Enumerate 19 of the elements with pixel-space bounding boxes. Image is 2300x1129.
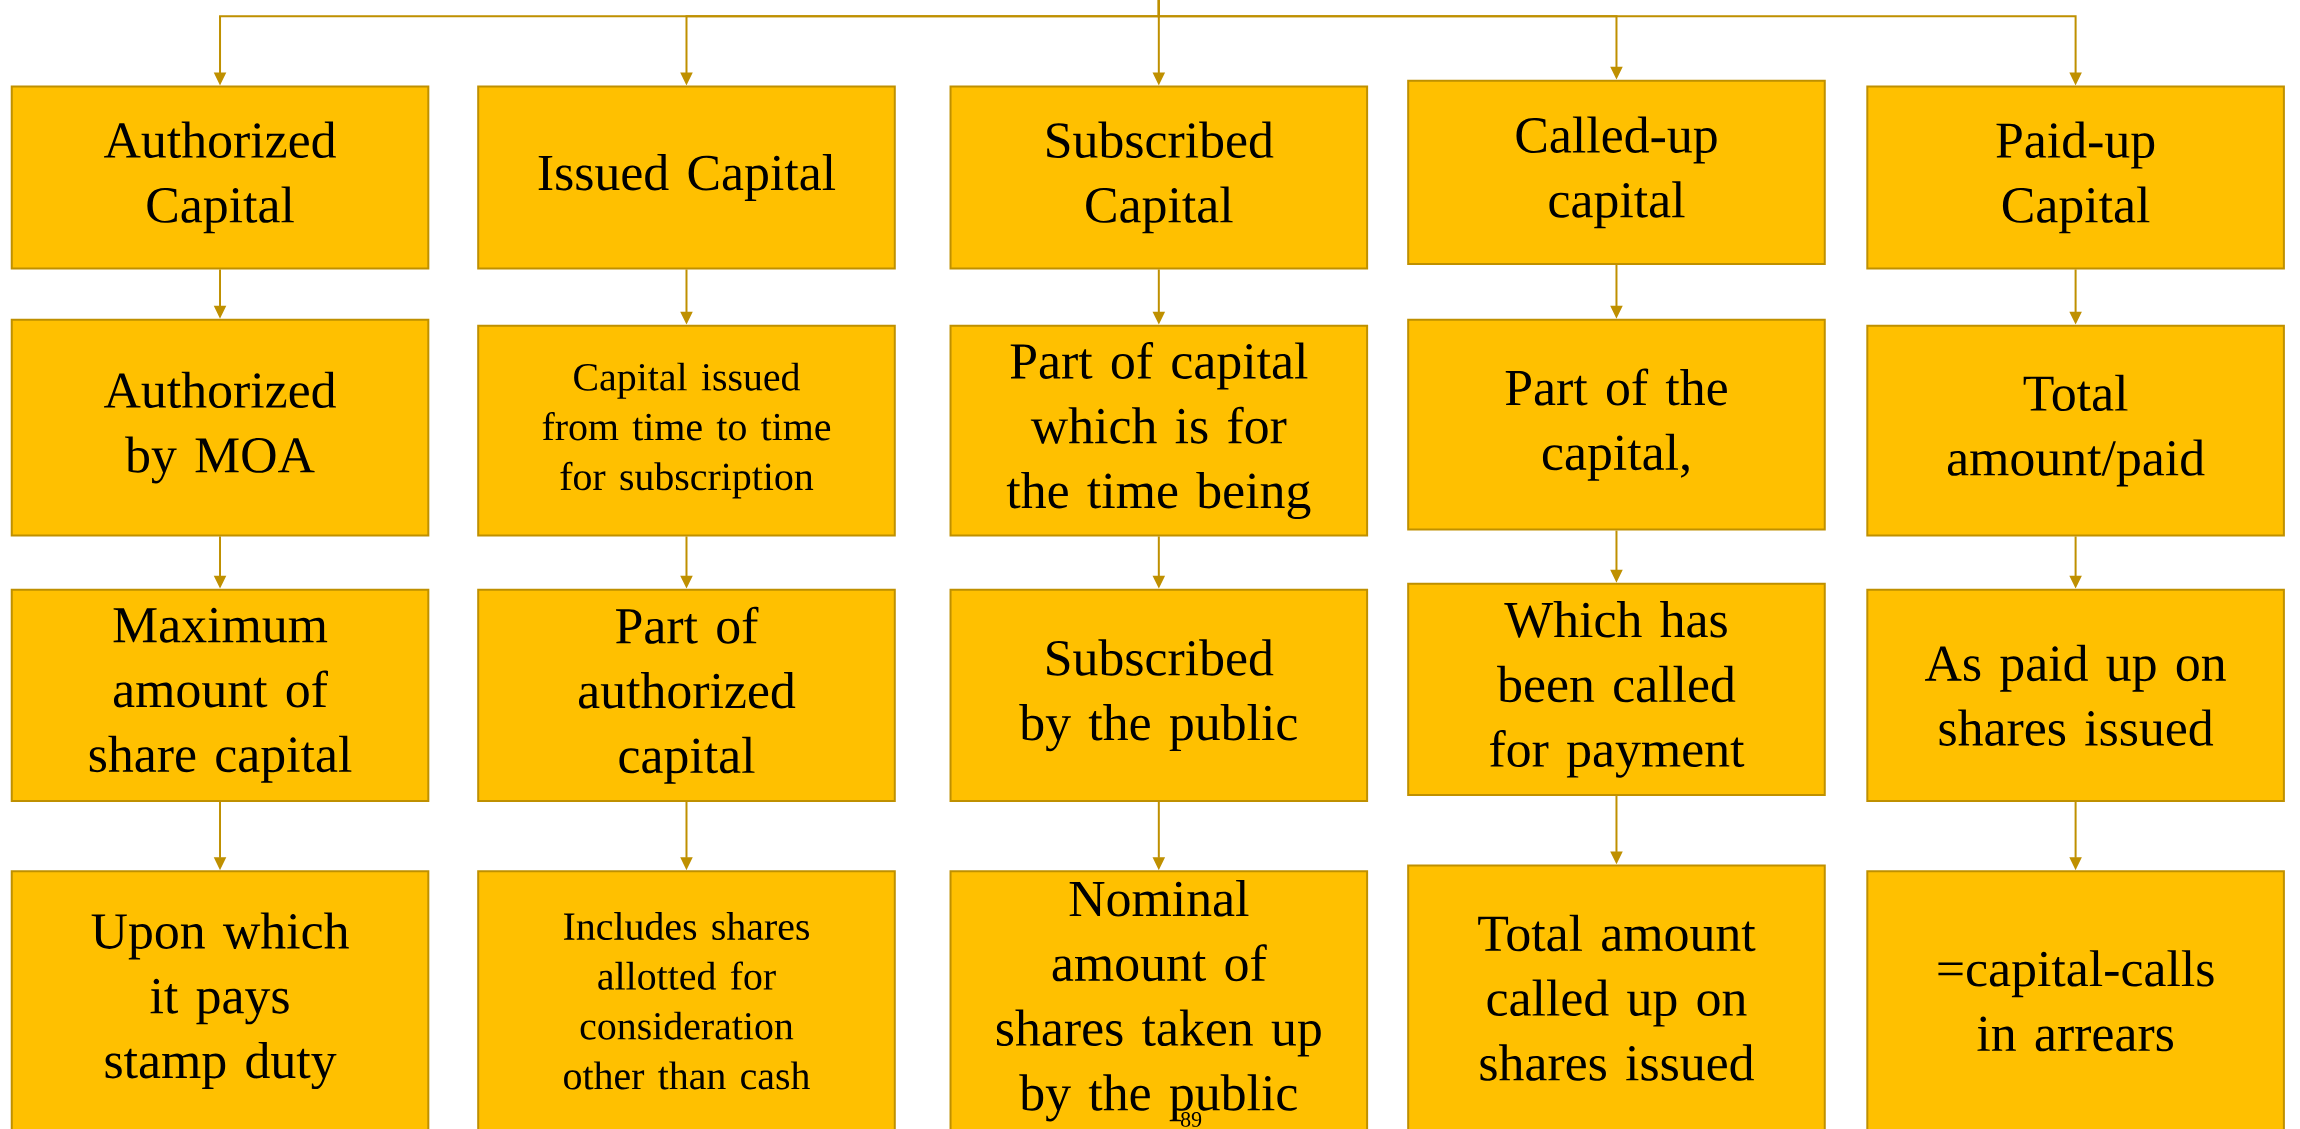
process-box: Part of authorized capital	[477, 588, 896, 802]
process-box: Maximum amount of share capital	[10, 588, 430, 802]
process-box: As paid up on shares issued	[1866, 588, 2285, 802]
process-box: Subscribed Capital	[949, 85, 1369, 270]
process-box: Issued Capital	[477, 85, 896, 270]
process-box: Called-up capital	[1407, 79, 1826, 266]
process-box: Part of the capital,	[1407, 318, 1826, 531]
process-box: Which has been called for payment	[1407, 582, 1826, 797]
process-box: Paid-up Capital	[1866, 85, 2285, 270]
process-box: Capital issued from time to time for subscription	[477, 324, 896, 537]
process-box: Upon which it pays stamp duty	[10, 870, 430, 1129]
process-box: Total amount called up on shares issued	[1407, 864, 1826, 1129]
process-box: Authorized Capital	[10, 85, 430, 270]
process-box: Total amount/paid	[1866, 324, 2285, 537]
process-box: Part of capital which is for the time being	[949, 324, 1369, 537]
process-box: Authorized by MOA	[10, 318, 430, 537]
process-box: =capital-calls in arrears	[1866, 870, 2285, 1129]
process-box: Includes shares allotted for consideration other than cash	[477, 870, 896, 1129]
process-box: Subscribed by the public	[949, 588, 1369, 802]
